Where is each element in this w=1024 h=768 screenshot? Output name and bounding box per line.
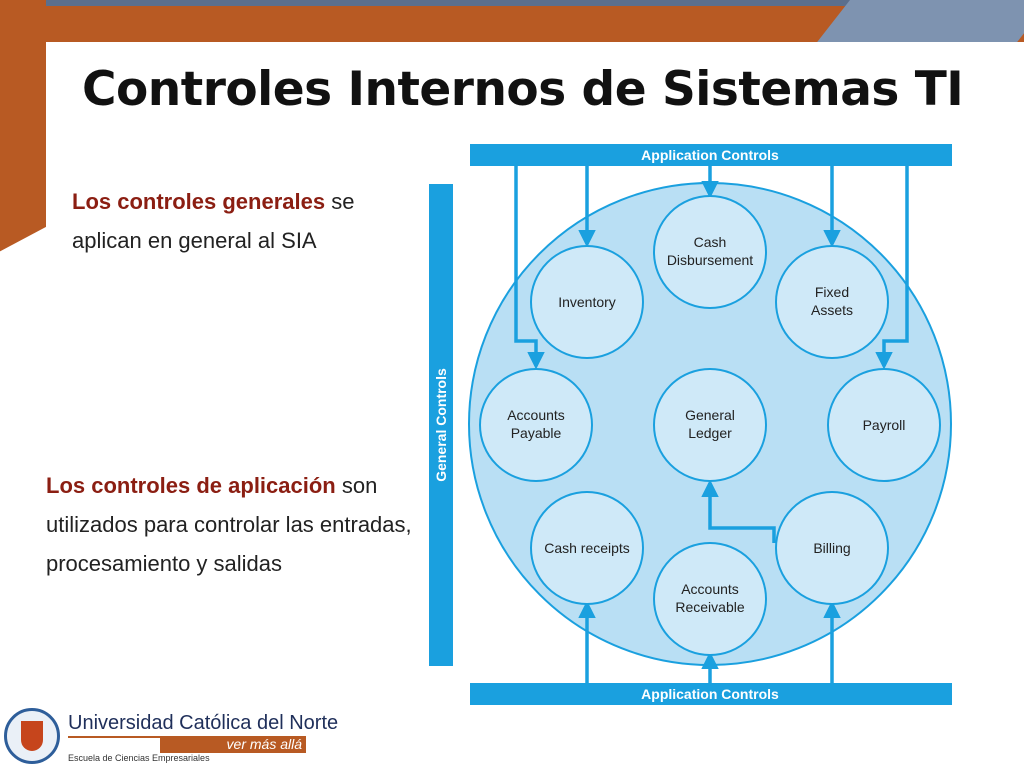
bottom-application-controls-label: Application Controls — [641, 686, 779, 702]
node-label: Payable — [511, 425, 562, 441]
bottom-arrows — [578, 479, 841, 683]
university-name: Universidad Católica del Norte — [68, 712, 339, 734]
general-controls-bar — [429, 184, 453, 666]
node-label: Payroll — [863, 417, 906, 433]
node-label: Fixed — [815, 284, 849, 300]
node-label: Billing — [813, 540, 850, 556]
top-accent-line — [0, 0, 1024, 6]
page-title: Controles Internos de Sistemas TI — [82, 62, 964, 117]
node-label: Inventory — [558, 294, 616, 310]
node-general-ledger: General Ledger — [653, 368, 767, 482]
node-label: Receivable — [675, 599, 744, 615]
controls-diagram: General Controls Application Controls Ap… — [429, 144, 952, 705]
node-cash-disbursement: Cash Disbursement — [653, 195, 767, 309]
general-controls-paragraph: Los controles generales se aplican en ge… — [72, 182, 402, 260]
node-billing: Billing — [775, 491, 889, 605]
general-controls-label: General Controls — [433, 368, 449, 482]
university-seal-icon — [4, 708, 60, 764]
tagline-bar — [160, 737, 306, 753]
top-application-controls-bar — [470, 144, 952, 166]
general-controls-emphasis: Los controles generales — [72, 189, 326, 214]
school-name: Escuela de Ciencias Empresariales — [68, 753, 210, 763]
node-label: Assets — [811, 302, 853, 318]
node-payroll: Payroll — [827, 368, 941, 482]
application-controls-text: son utilizados para controlar las entrad… — [46, 473, 412, 576]
node-accounts-receivable: Accounts Receivable — [653, 542, 767, 656]
node-label: Cash — [694, 234, 727, 250]
node-inventory: Inventory — [530, 245, 644, 359]
node-accounts-payable: Accounts Payable — [479, 368, 593, 482]
university-tagline: ver más allá — [226, 736, 302, 752]
application-controls-emphasis: Los controles de aplicación — [46, 473, 336, 498]
node-fixed-assets: Fixed Assets — [775, 245, 889, 359]
application-controls-paragraph: Los controles de aplicación son utilizad… — [46, 466, 416, 583]
seal-shield — [21, 721, 43, 751]
general-controls-text: se aplican en general al SIA — [72, 189, 355, 253]
node-label: Cash receipts — [544, 540, 630, 556]
top-arrows — [514, 166, 909, 370]
top-application-controls-label: Application Controls — [641, 147, 779, 163]
node-label: Accounts — [507, 407, 565, 423]
node-label: Accounts — [681, 581, 739, 597]
node-label: Ledger — [688, 425, 732, 441]
node-label: Disbursement — [667, 252, 753, 268]
top-right-accent — [812, 0, 1024, 48]
node-cash-receipts: Cash receipts — [530, 491, 644, 605]
node-label: General — [685, 407, 735, 423]
bottom-application-controls-bar — [470, 683, 952, 705]
